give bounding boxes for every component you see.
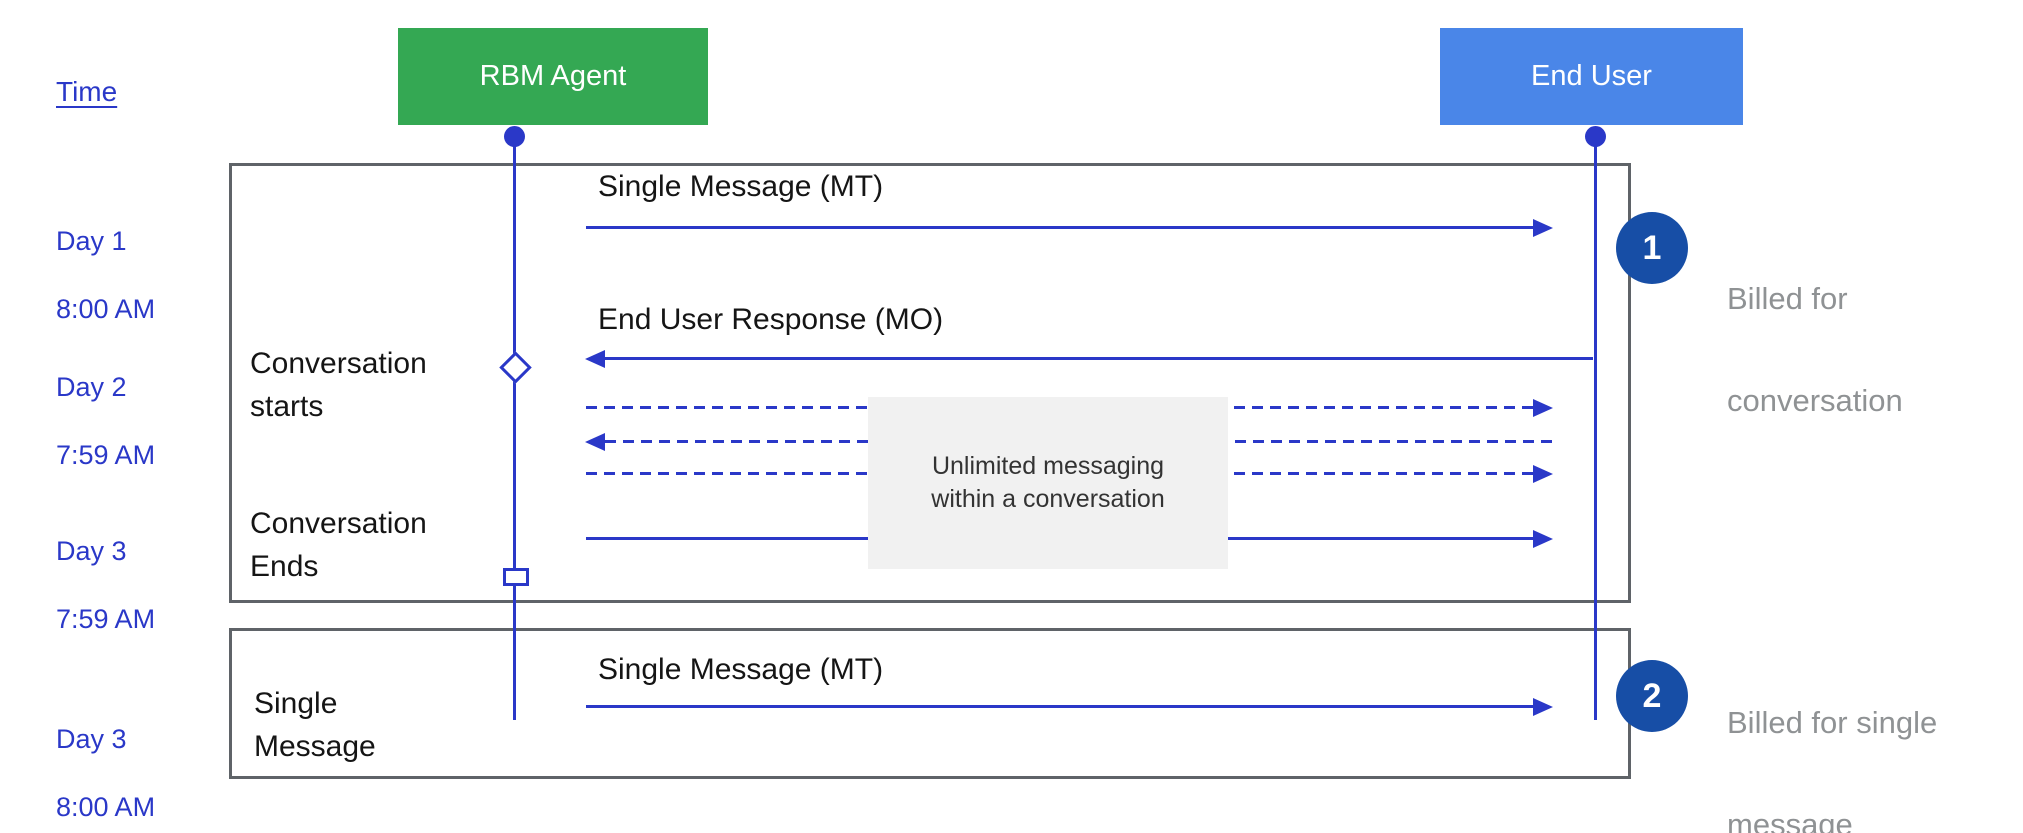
timeline-day: Day 2 bbox=[56, 372, 127, 402]
annotation-2-line2: message bbox=[1727, 807, 1853, 833]
agent-lifeline bbox=[513, 136, 516, 720]
agent-lifeline-start-dot bbox=[504, 126, 525, 147]
annotation-1-line2: conversation bbox=[1727, 383, 1903, 418]
message-label-single-message-mt-2: Single Message (MT) bbox=[598, 653, 884, 686]
end-user-lifeline-start-dot bbox=[1585, 126, 1606, 147]
message-arrow-mt-right bbox=[586, 218, 1553, 237]
billed-for-single-message-label: Billed for single message bbox=[1727, 646, 1937, 833]
actor-rbm-agent-label: RBM Agent bbox=[479, 60, 627, 92]
actor-rbm-agent: RBM Agent bbox=[398, 28, 708, 125]
single-message-line2: Message bbox=[254, 730, 376, 763]
arrowhead-right-icon bbox=[1533, 697, 1553, 716]
time-column-header: Time bbox=[56, 76, 118, 107]
message-label-single-message-mt: Single Message (MT) bbox=[598, 170, 884, 203]
conversation-starts-label: Conversation starts bbox=[250, 342, 427, 428]
annotation-2-line1: Billed for single bbox=[1727, 705, 1938, 740]
conversation-ends-line1: Conversation bbox=[250, 507, 427, 540]
timeline-time: 8:00 AM bbox=[56, 792, 156, 822]
message-arrow-mt-2-right bbox=[586, 697, 1553, 716]
billed-for-conversation-label: Billed for conversation bbox=[1727, 222, 1903, 477]
timeline-time: 7:59 AM bbox=[56, 604, 156, 634]
timeline-label-day1: Day 1 8:00 AM bbox=[56, 190, 155, 360]
conversation-ends-label: Conversation Ends bbox=[250, 502, 427, 588]
note-line-1: Unlimited messaging bbox=[931, 452, 1165, 480]
timeline-day: Day 1 bbox=[56, 226, 127, 256]
conversation-ends-line2: Ends bbox=[250, 550, 319, 583]
arrowhead-right-icon bbox=[1533, 218, 1553, 237]
billing-badge-2: 2 bbox=[1616, 660, 1688, 732]
conversation-starts-line1: Conversation bbox=[250, 347, 427, 380]
note-line-2: within a conversation bbox=[931, 485, 1165, 513]
conversation-end-square-marker bbox=[503, 568, 529, 586]
billing-badge-1: 1 bbox=[1616, 212, 1688, 284]
conversation-starts-line2: starts bbox=[250, 390, 324, 423]
timeline-time: 7:59 AM bbox=[56, 440, 156, 470]
message-arrow-mo-left bbox=[585, 349, 1593, 368]
arrowhead-left-icon bbox=[585, 432, 605, 451]
timeline-label-day2: Day 2 7:59 AM bbox=[56, 336, 155, 506]
unlimited-messaging-note: Unlimited messaging within a conversatio… bbox=[868, 397, 1228, 569]
arrowhead-left-icon bbox=[585, 349, 605, 368]
actor-end-user: End User bbox=[1440, 28, 1743, 125]
single-message-row-label: Single Message bbox=[254, 682, 376, 768]
end-user-lifeline bbox=[1594, 136, 1597, 720]
message-label-end-user-response-mo: End User Response (MO) bbox=[598, 303, 944, 336]
timeline-label-day3: Day 3 7:59 AM bbox=[56, 500, 155, 670]
badge-1-number: 1 bbox=[1642, 228, 1662, 267]
timeline-label-day3-bottom: Day 3 8:00 AM bbox=[56, 688, 155, 833]
conversation-frame bbox=[229, 163, 1631, 603]
annotation-1-line1: Billed for bbox=[1727, 281, 1848, 316]
arrowhead-right-icon bbox=[1533, 398, 1553, 417]
single-message-line1: Single bbox=[254, 687, 338, 720]
timeline-day: Day 3 bbox=[56, 536, 127, 566]
arrowhead-right-icon bbox=[1533, 529, 1553, 548]
badge-2-number: 2 bbox=[1642, 676, 1662, 715]
single-message-frame bbox=[229, 628, 1631, 779]
timeline-day: Day 3 bbox=[56, 724, 127, 754]
arrowhead-right-icon bbox=[1533, 464, 1553, 483]
actor-end-user-label: End User bbox=[1531, 60, 1652, 92]
timeline-time: 8:00 AM bbox=[56, 294, 156, 324]
